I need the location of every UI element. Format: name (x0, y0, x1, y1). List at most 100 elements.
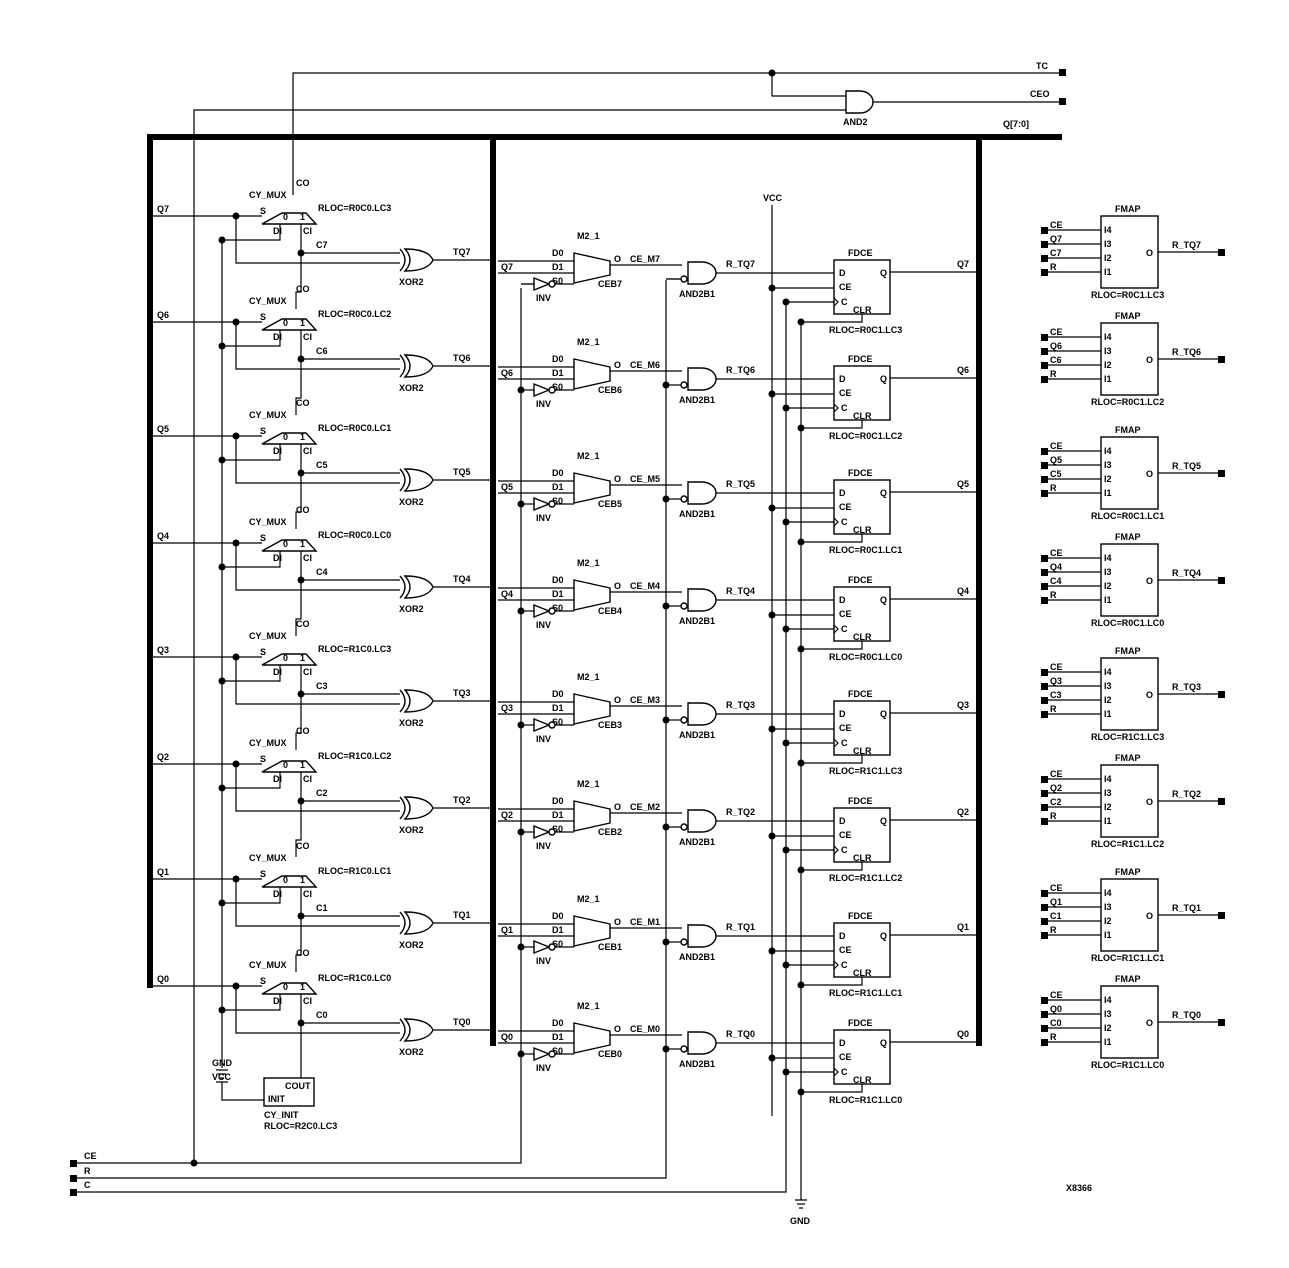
cy-mux-rloc: RLOC=R1C0.LC0 (318, 973, 391, 983)
ff-q-label: Q1 (957, 922, 969, 932)
fmap-input-port (1041, 448, 1048, 455)
and2b1-gate (687, 481, 717, 505)
cy-mux-label: CY_MUX (249, 410, 287, 420)
fmap-output-label: R_TQ2 (1172, 789, 1201, 799)
di-label: DI (273, 226, 282, 236)
ce-m-label: CE_M4 (630, 581, 660, 591)
fmap-input-label: Q6 (1050, 341, 1062, 351)
wire (235, 986, 402, 1034)
s-label: S (260, 976, 266, 986)
co-label: CO (296, 619, 310, 629)
di-label: DI (273, 667, 282, 677)
fmap-input-label: CE (1050, 548, 1063, 558)
junction (662, 823, 670, 831)
ce-port[interactable] (70, 1160, 77, 1167)
c-port[interactable] (70, 1189, 77, 1196)
cy-mux-rloc: RLOC=R0C0.LC1 (318, 423, 391, 433)
co-label: CO (296, 841, 310, 851)
fmap-output-label: R_TQ1 (1172, 903, 1201, 913)
cy-mux-block (261, 875, 318, 888)
fmap-block (1100, 215, 1159, 289)
fmap-o-label: O (1146, 576, 1153, 586)
fmap-pin-label: I2 (1104, 1023, 1112, 1033)
r-port[interactable] (70, 1175, 77, 1182)
fmap-input-port (1041, 1039, 1048, 1046)
wire (222, 224, 281, 241)
ce-m-label: CE_M6 (630, 360, 660, 370)
junction (768, 611, 776, 619)
and2b1-gate (687, 261, 717, 285)
xor2-gate (399, 796, 434, 820)
d0-label: D0 (552, 689, 564, 699)
inv-gate (533, 276, 551, 292)
wire (295, 694, 302, 750)
and2b1-label: AND2B1 (679, 1059, 715, 1069)
fmap-pin-label: I3 (1104, 567, 1112, 577)
fmap-output-port (1218, 1019, 1225, 1026)
ce-label: CE (839, 502, 852, 512)
ceo-port[interactable] (1059, 98, 1066, 105)
inv-bubble (548, 943, 556, 951)
carry-label: C4 (316, 567, 328, 577)
di-label: DI (273, 889, 282, 899)
and2b1-bubble (680, 381, 688, 389)
carry-label: C2 (316, 788, 328, 798)
bus-tap-label: Q6 (157, 310, 169, 320)
fmap-input-port (1041, 555, 1048, 562)
ff-q-label: Q3 (957, 700, 969, 710)
cy-mux-block (261, 539, 318, 552)
fmap-input-label: R (1050, 590, 1057, 600)
m2-1-label: M2_1 (577, 231, 600, 241)
s0-label: S0 (552, 382, 563, 392)
wire (295, 359, 302, 415)
xor2-label: XOR2 (399, 497, 424, 507)
fmap-output-label: R_TQ0 (1172, 1010, 1201, 1020)
c-label: C (841, 960, 848, 970)
tc-port[interactable] (1059, 69, 1066, 76)
d0-label: D0 (552, 1018, 564, 1028)
fdce-rloc: RLOC=R0C1.LC3 (829, 325, 902, 335)
vcc-label-top: VCC (763, 193, 783, 203)
d1-source-label: Q6 (501, 368, 513, 378)
junction (517, 500, 525, 508)
fdce-rloc: RLOC=R0C1.LC1 (829, 545, 902, 555)
cy-init-name: CY_INIT (264, 1110, 299, 1120)
junction (782, 961, 790, 969)
wire (222, 665, 281, 682)
clock-notch (833, 517, 839, 527)
tq-label: TQ0 (453, 1017, 471, 1027)
wire (801, 755, 863, 764)
wire (295, 580, 302, 636)
and2b1-label: AND2B1 (679, 395, 715, 405)
fmap-block (1100, 436, 1159, 510)
d1-label: D1 (552, 1032, 564, 1042)
cy-mux-label: CY_MUX (249, 517, 287, 527)
s0-label: S0 (552, 603, 563, 613)
ce-label: CE (839, 830, 852, 840)
junction (218, 456, 226, 464)
fdce-rloc: RLOC=R1C1.LC3 (829, 766, 902, 776)
wire (295, 801, 302, 857)
clr-label: CLR (853, 305, 872, 315)
ceb-label: CEB7 (598, 279, 622, 289)
r-port-label: R (84, 1166, 91, 1176)
fmap-input-port (1041, 241, 1048, 248)
fmap-pin-label: I3 (1104, 788, 1112, 798)
fmap-output-port (1218, 691, 1225, 698)
clr-label: CLR (853, 525, 872, 535)
mux-zero-label: 0 (283, 318, 288, 328)
c-label: C (841, 738, 848, 748)
cy-mux-label: CY_MUX (249, 960, 287, 970)
fmap-o-label: O (1146, 690, 1153, 700)
clr-label: CLR (853, 1075, 872, 1085)
fdce-block (833, 259, 891, 315)
junction (768, 832, 776, 840)
fmap-output-port (1218, 577, 1225, 584)
bus-tap-label: Q1 (157, 867, 169, 877)
fmap-input-port (1041, 683, 1048, 690)
ceb-label: CEB5 (598, 499, 622, 509)
